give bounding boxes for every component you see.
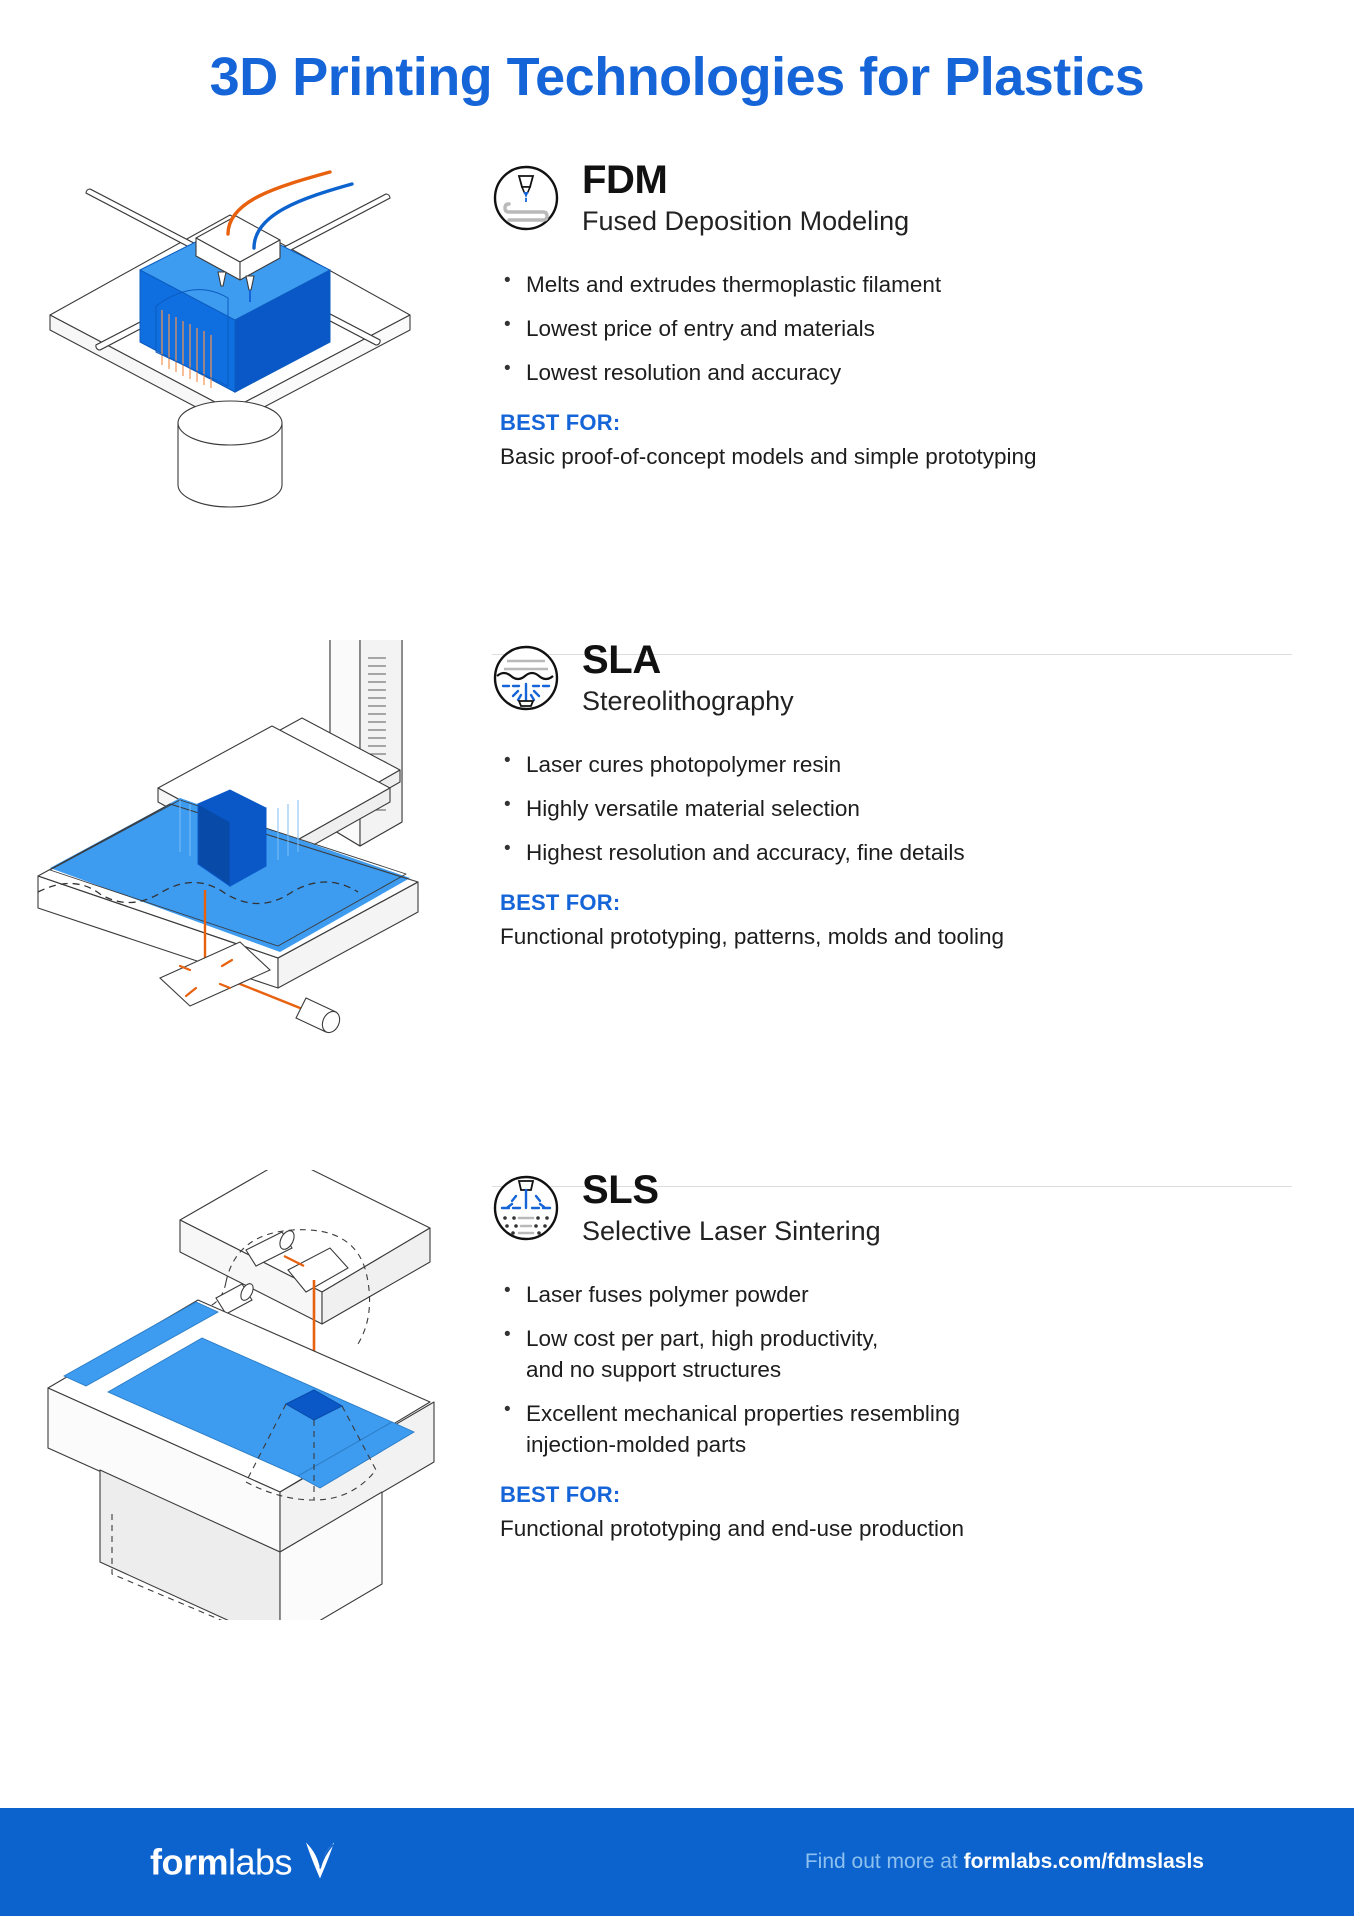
fdm-titles: FDM Fused Deposition Modeling [582, 160, 909, 239]
sla-printer-illustration [30, 640, 450, 1040]
best-for-text: Functional prototyping, patterns, molds … [500, 924, 1005, 950]
sla-titles: SLA Stereolithography [582, 640, 794, 719]
sls-header: SLS Selective Laser Sintering [492, 1170, 1292, 1249]
list-item: Lowest price of entry and materials [500, 312, 1292, 344]
logo-form: form [150, 1841, 229, 1882]
best-for-text: Functional prototyping and end-use produ… [500, 1516, 965, 1542]
list-item: Laser fuses polymer powder [500, 1278, 1292, 1310]
sla-resin-vat-icon [492, 644, 560, 712]
section-fdm: FDM Fused Deposition Modeling Melts and … [0, 160, 1354, 530]
footer-bar: formlabs Find out more at formlabs.com/f… [0, 1808, 1354, 1916]
page-title: 3D Printing Technologies for Plastics [209, 47, 1145, 107]
logo-labs: labs [228, 1841, 293, 1882]
sla-bullet-list: Laser cures photopolymer resin Highly ve… [500, 748, 1292, 868]
fdm-printer-illustration [30, 160, 450, 530]
section-divider [492, 654, 1292, 655]
sla-header: SLA Stereolithography [492, 640, 1292, 719]
best-for-label: BEST FOR: [500, 890, 621, 916]
fdm-fullname: Fused Deposition Modeling [582, 205, 910, 236]
sla-best-for: BEST FOR: Functional prototyping, patter… [500, 890, 1292, 952]
list-item: Highly versatile material selection [500, 792, 1292, 824]
footer-cta[interactable]: Find out more at formlabs.com/fdmslasls [805, 1850, 1204, 1874]
list-item: Melts and extrudes thermoplastic filamen… [500, 268, 1292, 300]
sls-acronym: SLS [582, 1168, 659, 1212]
section-divider [492, 1186, 1292, 1187]
list-item: Lowest resolution and accuracy [500, 356, 1292, 388]
sls-fullname: Selective Laser Sintering [582, 1215, 881, 1246]
formlabs-wordmark: formlabs [150, 1841, 293, 1883]
sla-fullname: Stereolithography [582, 685, 794, 716]
fdm-acronym: FDM [582, 158, 668, 202]
sls-powder-bed-icon [492, 1174, 560, 1242]
fdm-header: FDM Fused Deposition Modeling [492, 160, 1292, 239]
best-for-label: BEST FOR: [500, 1482, 621, 1508]
sls-bullet-list: Laser fuses polymer powder Low cost per … [500, 1278, 1292, 1460]
sla-content: SLA Stereolithography Laser cures photop… [492, 640, 1292, 952]
list-item: Laser cures photopolymer resin [500, 748, 1292, 780]
fdm-best-for: BEST FOR: Basic proof-of-concept models … [500, 410, 1292, 472]
list-item: Highest resolution and accuracy, fine de… [500, 836, 1292, 868]
cta-prefix: Find out more at [804, 1850, 964, 1873]
formlabs-logo[interactable]: formlabs [150, 1839, 340, 1886]
fdm-bullet-list: Melts and extrudes thermoplastic filamen… [500, 268, 1292, 388]
sls-content: SLS Selective Laser Sintering Laser fuse… [492, 1170, 1292, 1545]
best-for-text: Basic proof-of-concept models and simple… [500, 444, 1037, 470]
formlabs-wing-icon [300, 1839, 340, 1886]
fdm-nozzle-icon [492, 164, 560, 232]
fdm-content: FDM Fused Deposition Modeling Melts and … [492, 160, 1292, 472]
sla-acronym: SLA [582, 638, 661, 682]
best-for-label: BEST FOR: [500, 410, 621, 436]
sls-printer-illustration [30, 1170, 450, 1620]
list-item: Low cost per part, high productivity, an… [500, 1322, 1292, 1385]
section-sla: SLA Stereolithography Laser cures photop… [0, 640, 1354, 1040]
section-sls: SLS Selective Laser Sintering Laser fuse… [0, 1170, 1354, 1620]
list-item: Excellent mechanical properties resembli… [500, 1397, 1292, 1460]
sls-best-for: BEST FOR: Functional prototyping and end… [500, 1482, 1292, 1544]
cta-url: formlabs.com/fdmslasls [963, 1850, 1204, 1873]
sls-titles: SLS Selective Laser Sintering [582, 1170, 881, 1249]
